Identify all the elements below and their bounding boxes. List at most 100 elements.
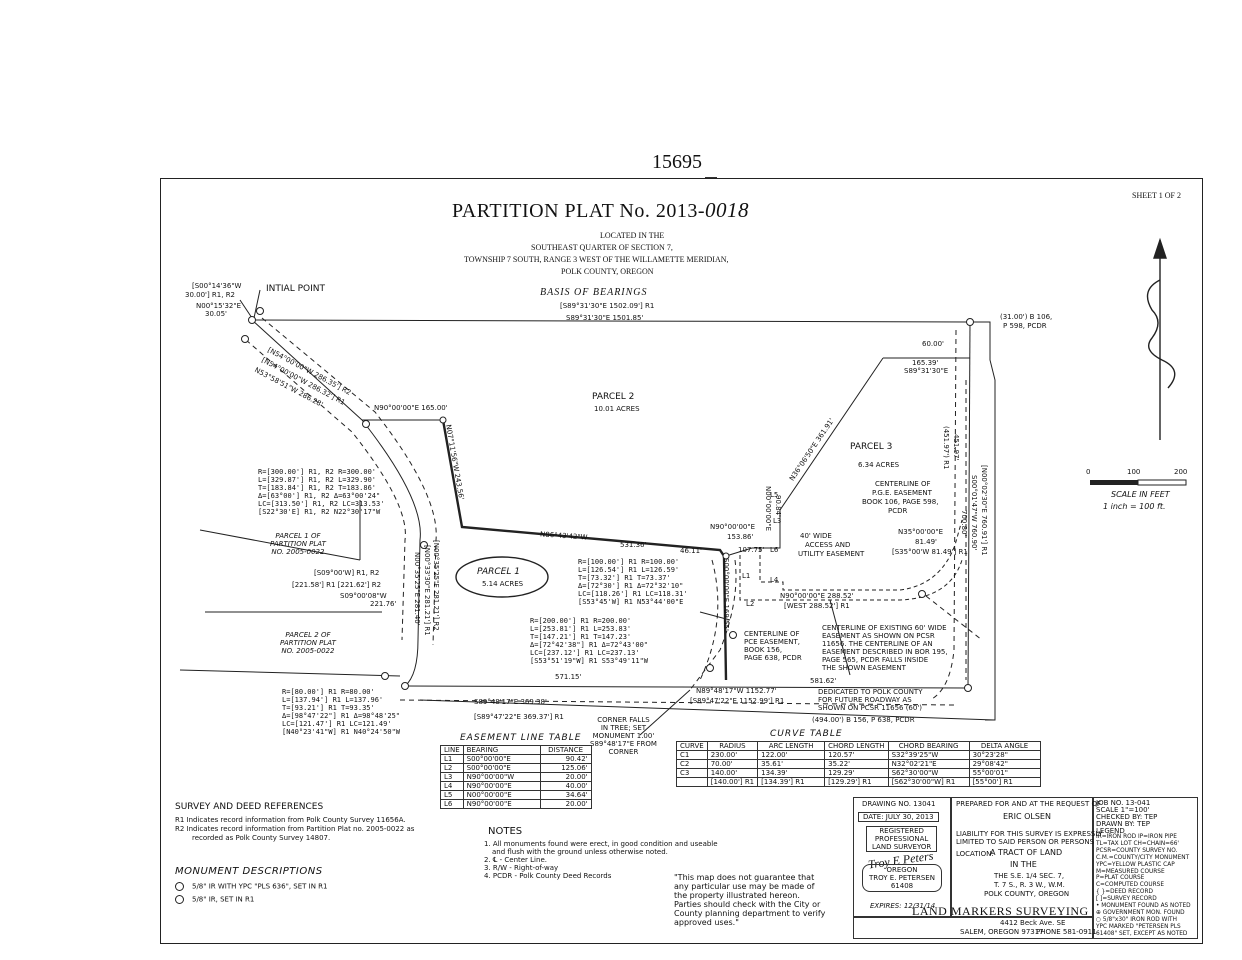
curve-west-line: T=[183.84'] R1, R2 T=183.86' xyxy=(258,484,377,492)
table-cell: N00°00'00"E xyxy=(462,790,541,800)
label-l4: L4 xyxy=(770,576,779,584)
parcel1-area: 5.14 ACRES xyxy=(482,580,524,588)
firm-box xyxy=(853,917,1093,939)
legend-item: M=MEASURED COURSE xyxy=(1096,868,1165,875)
plat-frame xyxy=(160,178,1203,944)
liability-2: LIMITED TO SAID PERSON OR PERSONS xyxy=(956,838,1095,846)
monument-b-row: 5/8" IR, SET IN R1 xyxy=(175,895,254,904)
note-item: 3. R/W - Right-of-way xyxy=(484,864,559,872)
partition1-note: PARCEL 1 OF PARTITION PLAT NO. 2005-0022 xyxy=(270,532,326,556)
table-header: LINE BEARING DISTANCE xyxy=(440,745,592,755)
parcel3-line xyxy=(725,357,884,557)
stamp-box xyxy=(853,797,951,917)
n00-281: N00°35'25"E 281.40' xyxy=(413,552,421,626)
curve-c1-line: L=[126.54'] R1 L=126.59' xyxy=(578,566,680,574)
pce-easement xyxy=(689,559,737,691)
scale-100: 100 xyxy=(1127,468,1141,476)
location-3: THE S.E. 1/4 SEC. 7, xyxy=(994,872,1065,880)
table-header: CURVE RADIUS ARC LENGTH CHORD LENGTH CHO… xyxy=(676,741,1041,751)
location-1: A TRACT OF LAND xyxy=(990,848,1063,857)
table-cell: L3 xyxy=(440,772,464,782)
table-header-cell: LINE xyxy=(440,745,464,755)
basis-title: BASIS OF BEARINGS xyxy=(540,287,648,298)
cl-60-line: 11656. THE CENTERLINE OF AN xyxy=(822,640,933,648)
scale-bar-icon xyxy=(1090,479,1187,486)
table-cell: [55°00'] R1 xyxy=(968,777,1041,787)
s89-48-record: [S89°47'22"E 369.37'] R1 xyxy=(474,713,564,721)
curve-c1-line: Δ=[72°30'] R1 Δ=72°32'10" xyxy=(578,582,684,590)
rec-451: (451.97') R1 xyxy=(942,426,950,470)
legend-item: IR=IRON ROD IP=IRON PIPE xyxy=(1096,834,1177,840)
n89-48: N89°48'17"W 1152.77' xyxy=(696,687,777,695)
legend-item: C.M.=COUNTY/CITY MONUMENT xyxy=(1096,854,1190,861)
table-cell: N90°00'00"E xyxy=(462,799,541,809)
table-cell: S00°00'00"E xyxy=(462,754,541,764)
drawn-by: DRAWN BY: TEP xyxy=(1096,820,1151,828)
table-cell: L1 xyxy=(440,754,464,764)
table-cell: L6 xyxy=(440,799,464,809)
d581: 581.62' xyxy=(810,677,837,685)
curve-sw-line: LC=[121.47'] R1 LC=121.49' xyxy=(282,720,392,728)
legend-item: YPC MARKED "PETERSEN PLS xyxy=(1096,923,1181,930)
table-cell: 34.64' xyxy=(539,790,592,800)
notes-list: 1. All monuments found were erect, in go… xyxy=(484,840,718,880)
table-cell: L4 xyxy=(440,781,464,791)
firm-phone: PHONE 581-0911 xyxy=(1036,928,1097,936)
curve-c1-line: R=[100.00'] R1 R=100.00' xyxy=(578,558,680,566)
cl-pce-line: PAGE 638, PCDR xyxy=(744,654,802,662)
dedicated-line: SHOWN ON PCSR 11656 (60') xyxy=(818,704,922,712)
cl-pge-2: P.G.E. EASEMENT xyxy=(872,489,932,497)
d221: 221.76' xyxy=(370,600,397,608)
monument-b-text: 5/8" IR, SET IN R1 xyxy=(192,895,255,904)
access-easement-2 xyxy=(739,555,963,601)
firm-address-1: 4412 Beck Ave. SE xyxy=(1000,919,1066,927)
d531: 531.36' xyxy=(620,541,647,549)
corner-falls-line: IN TREE; SET xyxy=(600,724,647,732)
legend-item: { }=DEED RECORD xyxy=(1096,889,1153,896)
cl-60-line: CENTERLINE OF EXISTING 60' WIDE xyxy=(822,624,947,632)
monument-a-text: 5/8" IR WITH YPC "PLS 636", SET IN R1 xyxy=(192,882,328,891)
cl-60-line: THE SHOWN EASEMENT xyxy=(822,664,906,672)
s00-169: S00°00'00"E 169.55' xyxy=(722,558,730,631)
monument-pce2 xyxy=(706,664,714,672)
parcel1-label: PARCEL 1 xyxy=(477,567,520,577)
disclaimer-line: approved uses." xyxy=(674,918,739,927)
corner-falls-line: S89°48'17"E FROM xyxy=(590,740,657,748)
seal-license: 61408 xyxy=(890,882,914,890)
seal-state: OREGON xyxy=(886,866,918,874)
curve-sw-line: T=[93.21'] R1 T=93.35' xyxy=(282,704,375,712)
partition1-line: PARCEL 1 OF xyxy=(275,532,321,540)
location-line-2: SOUTHEAST QUARTER OF SECTION 7, xyxy=(531,243,673,252)
curve-sw-line: R=[80.00'] R1 R=80.00' xyxy=(282,688,375,696)
parcel2-label: PARCEL 2 xyxy=(592,392,635,402)
parcel2-area: 10.01 ACRES xyxy=(594,405,640,413)
label-l2: L2 xyxy=(746,600,755,608)
leader-pce xyxy=(699,611,731,621)
parcel3-label: PARCEL 3 xyxy=(850,442,893,452)
table-header-cell: ARC LENGTH xyxy=(757,741,826,751)
table-cell: C1 xyxy=(676,750,708,760)
monument-a3 xyxy=(362,420,370,428)
cl-pce-line: BOOK 156, xyxy=(744,646,783,654)
partition2-note: PARCEL 2 OF PARTITION PLAT NO. 2005-0022 xyxy=(280,631,336,655)
curve-west-line: L=[329.87'] R1, R2 L=329.90' xyxy=(258,476,377,484)
cl-60-note: CENTERLINE OF EXISTING 60' WIDE EASEMENT… xyxy=(822,624,948,672)
legend-item: 61408" SET, EXCEPT AS NOTED xyxy=(1096,930,1188,937)
d165: 165.39' xyxy=(912,359,939,367)
curve-sw-line: Δ=[98°47'22"] R1 Δ=98°48'25" xyxy=(282,712,401,720)
monument-a-icon xyxy=(175,882,184,891)
table-cell: 20.00' xyxy=(539,799,592,809)
easement-dash-west-1 xyxy=(245,339,406,641)
cl-60-line: EASEMENT AS SHOWN ON PCSR xyxy=(822,632,935,640)
liability-1: LIABILITY FOR THIS SURVEY IS EXPRESSLY xyxy=(956,830,1103,838)
monument-a1 xyxy=(241,335,249,343)
disclaimer-line: County planning department to verify xyxy=(674,909,826,918)
drawing-no: DRAWING NO. 13041 xyxy=(862,800,936,808)
corner-falls-line: CORNER xyxy=(608,748,639,756)
partition-line-4 xyxy=(179,669,401,677)
table-header-cell: CHORD BEARING xyxy=(887,741,970,751)
